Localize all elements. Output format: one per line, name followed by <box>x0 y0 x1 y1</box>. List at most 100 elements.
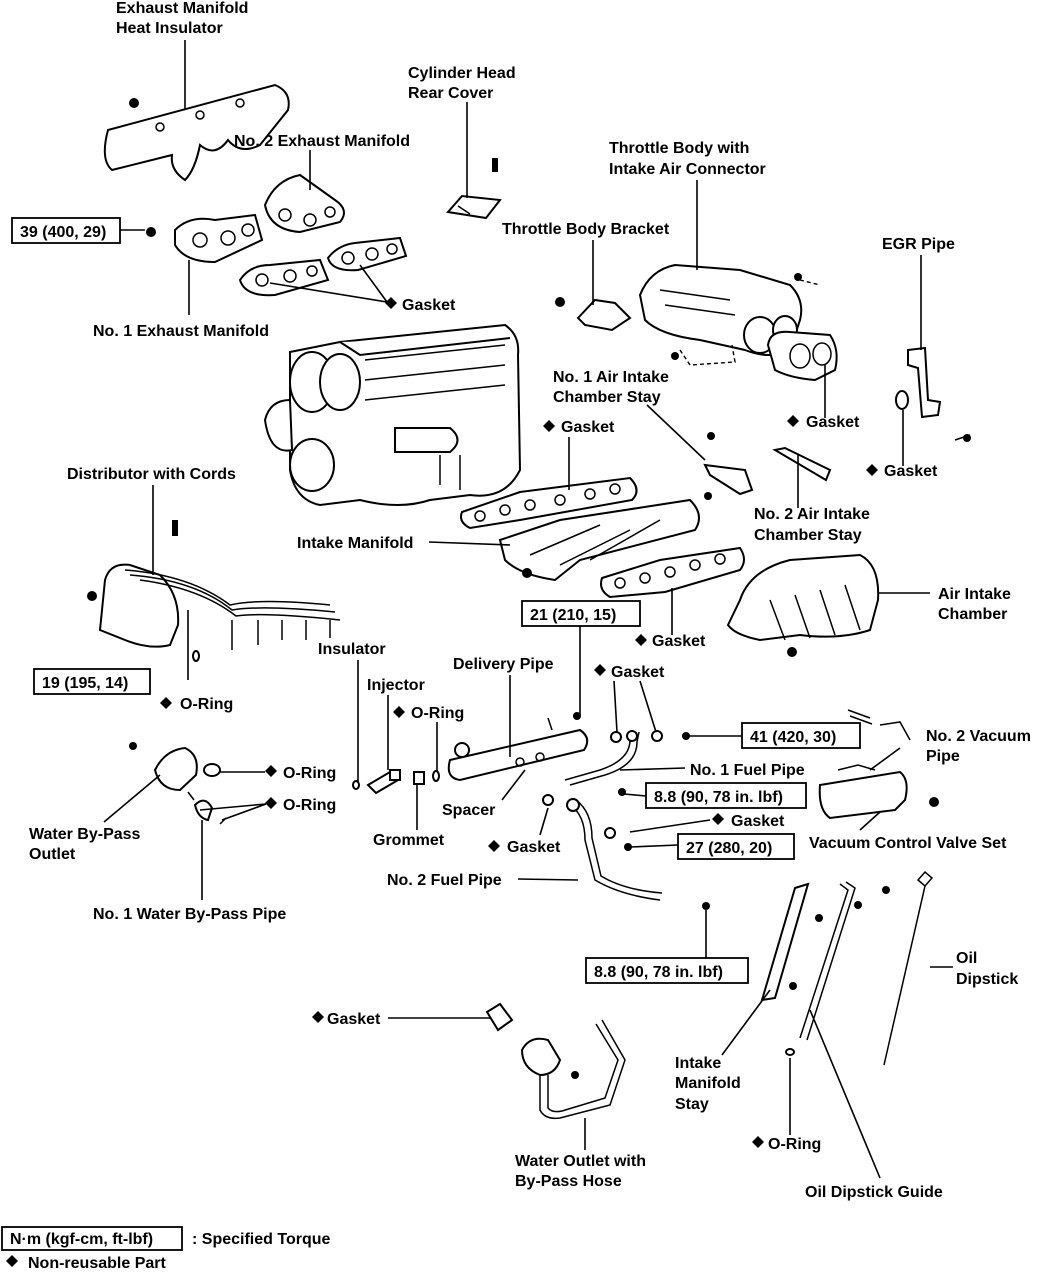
exhaust-manifold-nut <box>146 227 156 237</box>
no2-fuel-pipe <box>542 788 663 901</box>
legend: N·m (kgf-cm, ft-lbf) : Specified Torque … <box>1 1226 330 1272</box>
intake-manifold-gasket-upper <box>460 476 638 530</box>
label-spacer: Spacer <box>442 802 495 819</box>
label-o-ring-dipstick: O-Ring <box>768 1136 821 1153</box>
torque-fuel-union-a: 8.8 (90, 78 in. lbf) <box>654 789 783 806</box>
label-no2-air-intake-stay-1: No. 2 Air Intake <box>754 506 870 523</box>
label-delivery-pipe: Delivery Pipe <box>453 656 554 673</box>
label-throttle-body-2: Intake Air Connector <box>609 161 766 178</box>
label-egr-pipe: EGR Pipe <box>882 236 955 253</box>
exhaust-manifold-heat-insulator <box>103 83 290 182</box>
label-no2-air-intake-stay-2: Chamber Stay <box>754 527 862 544</box>
water-bypass-outlet <box>129 742 221 792</box>
diamond-icon <box>787 415 799 427</box>
throttle-gasket <box>766 330 838 382</box>
diamond-icon <box>712 813 724 825</box>
label-distributor-with-cords: Distributor with Cords <box>67 466 236 483</box>
label-o-ring-injector: O-Ring <box>411 705 464 722</box>
label-no2-exhaust-manifold: No. 2 Exhaust Manifold <box>234 133 410 150</box>
label-air-intake-chamber-2: Chamber <box>938 606 1007 623</box>
label-intake-manifold-stay-2: Manifold <box>675 1075 741 1092</box>
torque-intake-manifold: 21 (210, 15) <box>530 607 616 624</box>
leader-lines <box>103 40 953 1179</box>
oil-dipstick <box>882 870 934 1066</box>
dipstick-o-ring <box>785 1048 795 1056</box>
torque-specs: 39 (400, 29) 21 (210, 15) 19 (195, 14) 4… <box>11 217 861 984</box>
egr-pipe <box>895 346 971 442</box>
label-water-outlet-2: By-Pass Hose <box>515 1173 622 1190</box>
torque-fuel-union-b: 27 (280, 20) <box>686 840 772 857</box>
diamond-icon <box>265 797 277 809</box>
label-gasket-egr: Gasket <box>884 463 938 480</box>
label-gasket-fuel-union: Gasket <box>731 813 785 830</box>
label-o-ring-distributor: O-Ring <box>180 696 233 713</box>
label-throttle-body-bracket: Throttle Body Bracket <box>502 221 670 238</box>
injector-o-ring <box>432 770 440 782</box>
diamond-icon <box>160 697 172 709</box>
label-no1-air-intake-stay-2: Chamber Stay <box>553 389 661 406</box>
label-gasket-intake-upper: Gasket <box>561 419 615 436</box>
label-gasket-throttle: Gasket <box>806 414 860 431</box>
label-oil-dipstick-1: Oil <box>956 950 977 967</box>
legend-torque-unit: N·m (kgf-cm, ft-lbf) <box>10 1231 153 1248</box>
no2-air-intake-chamber-stay <box>772 446 832 482</box>
label-insulator: Insulator <box>318 641 386 658</box>
label-exhaust-heat-insulator-1: Exhaust Manifold <box>116 0 248 17</box>
label-o-ring-bypass: O-Ring <box>283 797 336 814</box>
exhaust-gaskets <box>238 236 408 297</box>
label-o-ring-outlet: O-Ring <box>283 765 336 782</box>
insulator <box>352 780 360 790</box>
diamond-icon <box>312 1011 324 1023</box>
diamond-icon <box>752 1136 764 1148</box>
diamond-icon <box>635 634 647 646</box>
label-intake-manifold: Intake Manifold <box>297 535 413 552</box>
label-gasket-fuel-pipe: Gasket <box>611 664 665 681</box>
label-no2-vacuum-pipe-2: Pipe <box>926 748 960 765</box>
label-intake-manifold-stay-3: Stay <box>675 1096 709 1113</box>
non-reusable-markers <box>6 297 878 1267</box>
diamond-icon <box>488 840 500 852</box>
no1-exhaust-manifold <box>174 213 264 264</box>
diamond-icon <box>393 706 405 718</box>
diamond-icon <box>265 765 277 777</box>
label-no1-exhaust-manifold: No. 1 Exhaust Manifold <box>93 323 269 340</box>
water-outlet-with-bypass-hose <box>485 1002 626 1120</box>
label-cylinder-head-rear-cover-2: Rear Cover <box>408 85 493 102</box>
legend-nonreusable-desc: Non-reusable Part <box>28 1255 166 1272</box>
no2-exhaust-manifold <box>263 173 345 234</box>
label-exhaust-heat-insulator-2: Heat Insulator <box>116 20 223 37</box>
clamp-bolt <box>702 902 710 910</box>
distributor-with-cords <box>87 520 341 662</box>
oil-dipstick-guide <box>789 881 862 1041</box>
label-oil-dipstick-guide: Oil Dipstick Guide <box>805 1184 943 1201</box>
label-no1-fuel-pipe: No. 1 Fuel Pipe <box>690 762 805 779</box>
no1-fuel-pipe <box>564 729 690 786</box>
torque-no1-fuel-pipe: 41 (420, 30) <box>750 729 836 746</box>
intake-manifold <box>498 498 700 582</box>
label-gasket-water-outlet: Gasket <box>327 1011 381 1028</box>
grommet <box>413 771 425 785</box>
label-grommet: Grommet <box>373 832 445 849</box>
label-oil-dipstick-2: Dipstick <box>956 971 1018 988</box>
label-vacuum-control-valve-set: Vacuum Control Valve Set <box>809 835 1007 852</box>
label-water-outlet-1: Water Outlet with <box>515 1153 646 1170</box>
injector <box>366 769 401 795</box>
label-water-bypass-outlet-2: Outlet <box>29 846 76 863</box>
throttle-body-bracket <box>555 297 632 332</box>
engine-block <box>263 323 522 507</box>
torque-exhaust-manifold: 39 (400, 29) <box>20 224 106 241</box>
vacuum-control-valve-set <box>818 709 939 820</box>
torque-no2-fuel-pipe-clamp: 8.8 (90, 78 in. lbf) <box>594 964 723 981</box>
torque-distributor: 19 (195, 14) <box>42 675 128 692</box>
air-intake-chamber <box>726 553 880 657</box>
label-gasket-no2-fuel: Gasket <box>507 839 561 856</box>
diamond-icon <box>385 297 397 309</box>
intake-manifold-gasket-lower <box>600 546 745 599</box>
cylinder-head-rear-cover <box>446 158 502 220</box>
label-no2-vacuum-pipe-1: No. 2 Vacuum <box>926 728 1031 745</box>
legend-torque-desc: : Specified Torque <box>192 1231 330 1248</box>
label-gasket-exhaust: Gasket <box>402 297 456 314</box>
delivery-pipe <box>447 712 589 782</box>
label-no2-fuel-pipe: No. 2 Fuel Pipe <box>387 872 502 889</box>
